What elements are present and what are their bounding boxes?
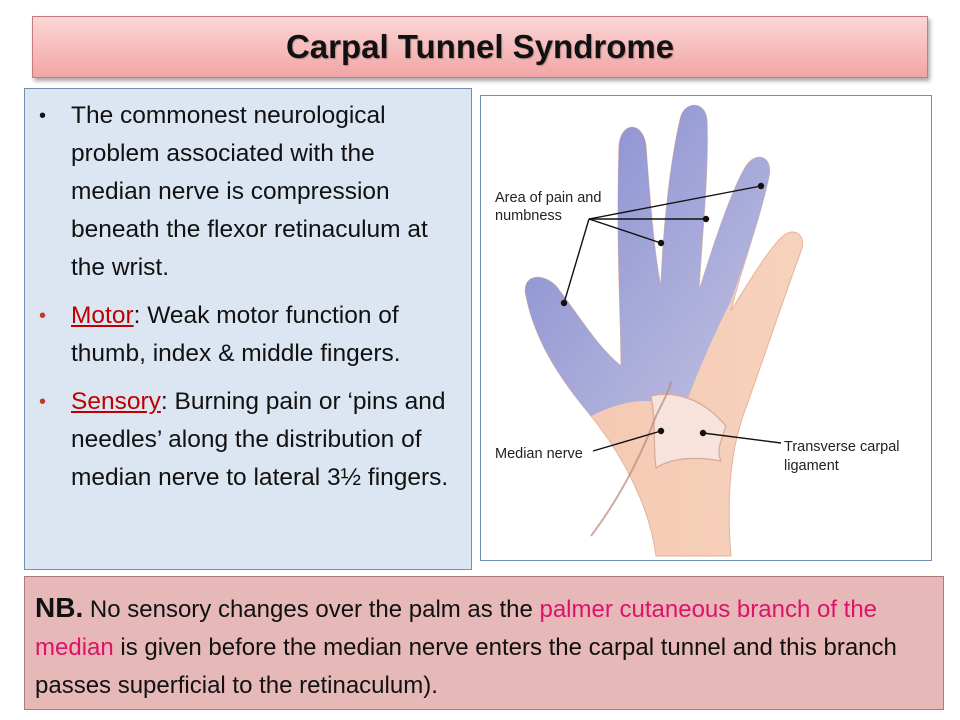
numbness-area: [525, 105, 770, 417]
nb-note: NB. No sensory changes over the palm as …: [35, 589, 933, 705]
motor-keyword: Motor: [71, 302, 134, 329]
bullet-item-sensory: • Sensory: Burning pain or ‘pins and nee…: [35, 383, 461, 497]
bullet-item-motor: • Motor: Weak motor function of thumb, i…: [35, 297, 461, 373]
bullet-text: : Weak motor function of thumb, index & …: [71, 302, 401, 367]
bullet-dot-icon: •: [39, 305, 47, 327]
sensory-keyword: Sensory: [71, 388, 161, 415]
pointer-lines: [560, 182, 782, 452]
nb-text-part1: No sensory changes over the palm as the: [83, 596, 540, 623]
nb-note-panel: NB. No sensory changes over the palm as …: [24, 576, 944, 710]
slide-title: Carpal Tunnel Syndrome: [285, 28, 675, 65]
bullet-text: The commonest neurological problem assoc…: [71, 102, 428, 281]
nb-text-part2: is given before the median nerve enters …: [35, 634, 897, 699]
label-pain-line2: numbness: [495, 208, 562, 224]
label-pain-line1: Area of pain and: [495, 190, 601, 206]
bullet-item-overview: • The commonest neurological problem ass…: [35, 97, 461, 287]
transverse-carpal-ligament: [650, 393, 727, 470]
label-ligament-line1: Transverse carpal: [784, 439, 900, 455]
bullet-dot-icon: •: [39, 105, 47, 127]
bullet-panel: • The commonest neurological problem ass…: [24, 88, 472, 570]
median-nerve: [590, 380, 672, 537]
nb-highlight: palmer cutaneous branch of the median: [35, 596, 878, 661]
nb-lead: NB.: [35, 592, 84, 623]
label-median-nerve: Median nerve: [495, 446, 583, 462]
bullet-list: • The commonest neurological problem ass…: [35, 97, 461, 497]
label-ligament-line2: ligament: [784, 458, 839, 474]
bullet-text: : Burning pain or ‘pins and needles’ alo…: [71, 388, 449, 491]
hand-diagram: Area of pain and numbness Median nerve T…: [480, 95, 932, 561]
bullet-dot-icon: •: [39, 391, 47, 413]
title-banner: Carpal Tunnel Syndrome: [32, 16, 928, 78]
hand-illustration: Area of pain and numbness Median nerve T…: [495, 104, 900, 557]
